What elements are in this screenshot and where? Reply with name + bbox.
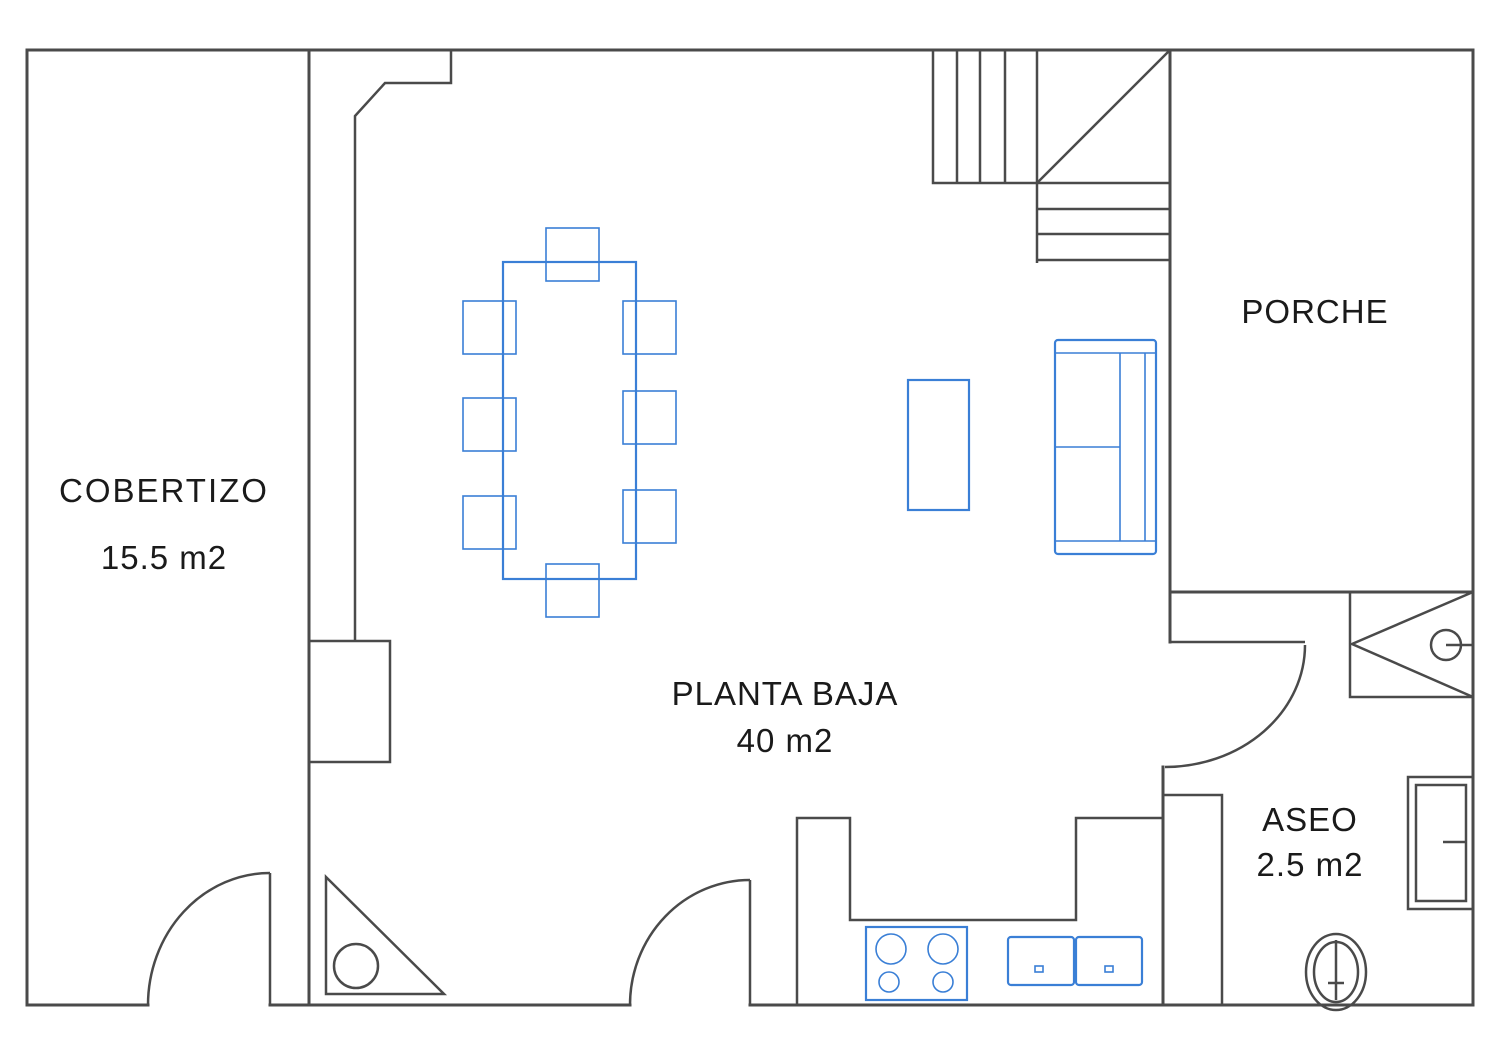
corner-shower-icon	[1348, 590, 1475, 699]
chimney	[307, 50, 453, 764]
main-door-icon	[628, 878, 752, 1006]
bathtub-icon	[1406, 775, 1475, 911]
room-label-cobertizo: COBERTIZO 15.5 m2	[48, 474, 280, 574]
room-label-porche: PORCHE	[1225, 295, 1405, 328]
room-area: 2.5 m2	[1256, 846, 1364, 883]
room-name: PORCHE	[1241, 293, 1389, 330]
room-name: ASEO	[1262, 801, 1358, 838]
room-area: 15.5 m2	[100, 539, 228, 576]
outer-walls	[25, 48, 1475, 1007]
water-heater-icon	[324, 874, 448, 996]
dining-table-icon	[501, 260, 638, 581]
room-label-aseo: ASEO 2.5 m2	[1240, 803, 1380, 881]
room-area: 40 m2	[736, 722, 834, 759]
sofa-icon	[1053, 338, 1158, 556]
staircase-icon	[931, 49, 1171, 263]
room-name: COBERTIZO	[59, 472, 269, 509]
dining-chairs-icon	[462, 227, 677, 618]
stove-cooktop-icon	[864, 925, 969, 1002]
cobertizo-door-icon	[146, 871, 272, 1006]
room-name: PLANTA BAJA	[671, 675, 899, 712]
double-sink-icon	[1006, 935, 1144, 987]
room-label-planta-baja: PLANTA BAJA 40 m2	[640, 677, 930, 757]
coffee-table-icon	[906, 378, 971, 512]
porche-walls	[1168, 48, 1475, 644]
kitchen-counter	[795, 816, 1163, 1005]
aseo-walls	[1161, 640, 1307, 1007]
toilet-icon	[1304, 932, 1368, 1012]
